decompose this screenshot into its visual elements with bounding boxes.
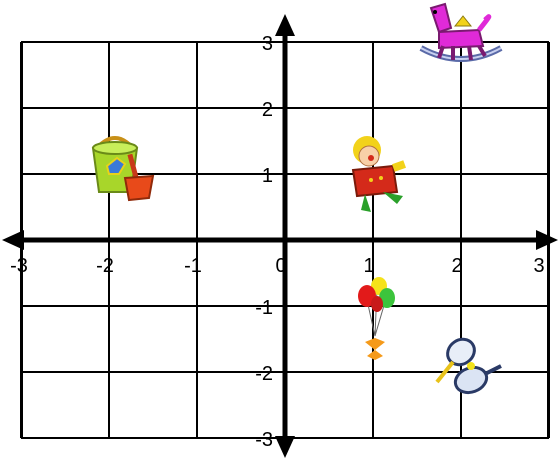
x-tick-label: 0	[275, 255, 286, 277]
y-tick-label: 1	[262, 165, 273, 187]
x-tick-label: -1	[184, 255, 202, 277]
balloons-icon	[358, 277, 395, 360]
pictures	[93, 4, 501, 397]
x-tick-label: 2	[451, 255, 462, 277]
y-axis-top-arrow	[275, 14, 295, 36]
y-tick-label: -3	[255, 429, 273, 451]
tennis-rackets-icon	[437, 334, 501, 397]
x-tick-label: -2	[96, 255, 114, 277]
x-axis-left-arrow	[2, 230, 24, 250]
y-axis-bottom-arrow	[275, 436, 295, 458]
y-tick-label: 2	[262, 99, 273, 121]
sand-bucket-icon	[93, 138, 153, 200]
y-tick-label: -1	[255, 297, 273, 319]
x-tick-label: 3	[533, 255, 544, 277]
y-tick-label: 3	[262, 33, 273, 55]
x-tick-label: -3	[10, 255, 28, 277]
y-tick-label: -2	[255, 363, 273, 385]
x-tick-label: 1	[363, 255, 374, 277]
